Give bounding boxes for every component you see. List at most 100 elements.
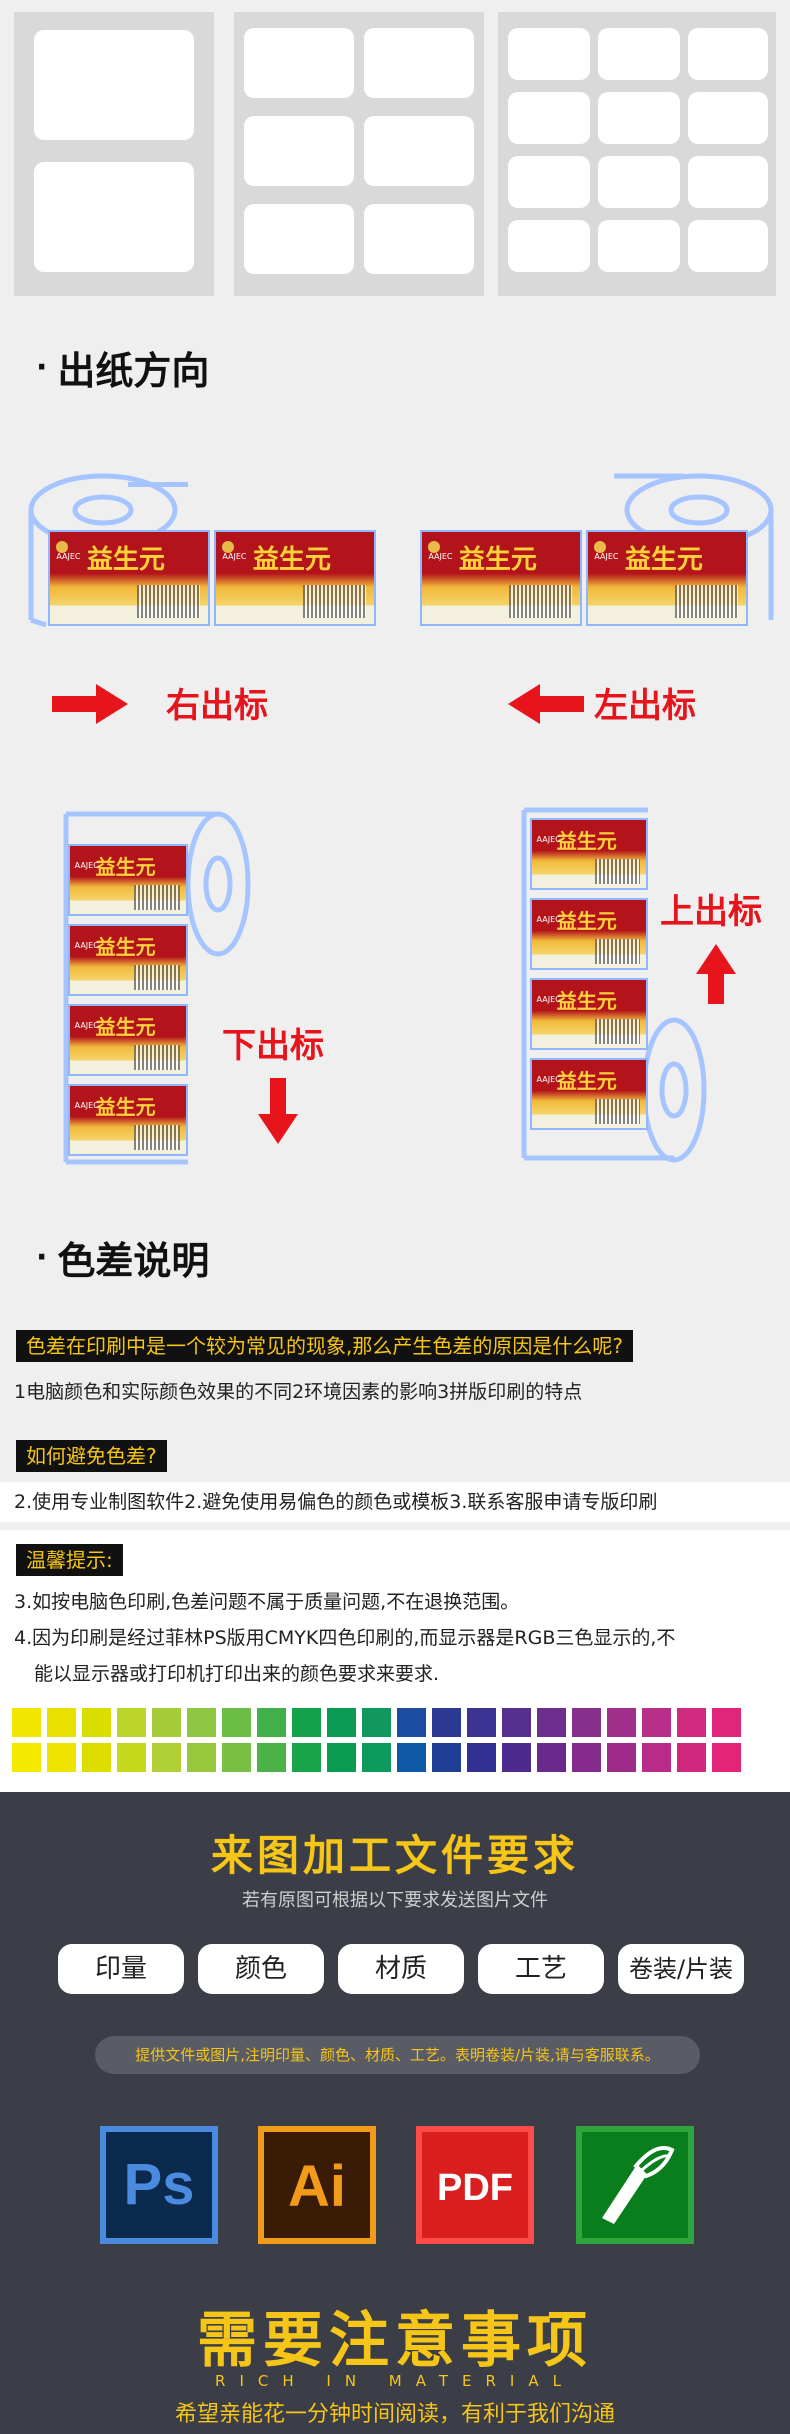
- layout-cell: [364, 116, 474, 186]
- color-swatch: [397, 1743, 426, 1772]
- label-tile: 益生元 AAJEC: [586, 530, 748, 626]
- color-swatch: [12, 1743, 41, 1772]
- color-diff-answer-1: 1电脑颜色和实际颜色效果的不同2环境因素的影响3拼版印刷的特点: [14, 1381, 583, 1403]
- color-swatch: [257, 1708, 286, 1737]
- label-tile: 益生元 AAJEC: [48, 530, 210, 626]
- direction-down-label: 下出标: [222, 1026, 324, 1066]
- color-swatch: [642, 1708, 671, 1737]
- color-diff-tip-3: 能以显示器或打印机打印出来的颜色要求来要求.: [34, 1663, 440, 1685]
- file-requirements-section: 来图加工文件要求 若有原图可根据以下要求发送图片文件 印量 颜色 材质 工艺 卷…: [0, 1792, 790, 2434]
- section-title-text: 出纸方向: [57, 349, 210, 393]
- coreldraw-icon: [576, 2126, 694, 2244]
- bullet-dot: ·: [36, 350, 48, 385]
- barcode-icon: [674, 585, 739, 619]
- color-swatch: [292, 1743, 321, 1772]
- label-tile: 益生元 AAJEC: [530, 898, 648, 970]
- label-tile: 益生元 AAJEC: [214, 530, 376, 626]
- label-tile: 益生元 AAJEC: [68, 844, 188, 916]
- roll-up-out: 益生元 AAJEC 益生元 AAJEC 益生元 AAJEC 益生元 AAJEC: [520, 806, 720, 1166]
- section-title-paper-direction: · 出纸方向: [36, 340, 209, 395]
- color-swatch: [572, 1743, 601, 1772]
- color-swatch: [152, 1708, 181, 1737]
- pill-color: 颜色: [198, 1944, 324, 1994]
- color-diff-question-1: 色差在印刷中是一个较为常见的现象,那么产生色差的原因是什么呢?: [16, 1330, 633, 1362]
- label-sub: AAJEC: [74, 860, 99, 870]
- label-brand: 益生元: [95, 935, 156, 960]
- section-title-text: 色差说明: [57, 1239, 210, 1283]
- color-swatch: [222, 1743, 251, 1772]
- roll-core-icon: [63, 811, 251, 1165]
- color-swatch: [82, 1708, 111, 1737]
- label-logo-icon: [594, 541, 607, 554]
- layout-panel-3x4: [498, 12, 776, 296]
- barcode-icon: [136, 585, 201, 619]
- label-brand: 益生元: [252, 545, 331, 576]
- label-tile: 益生元 AAJEC: [68, 1084, 188, 1156]
- color-swatch: [607, 1708, 636, 1737]
- photoshop-label: Ps: [124, 2152, 195, 2217]
- label-sub: AAJEC: [428, 552, 453, 562]
- pill-quantity: 印量: [58, 1944, 184, 1994]
- layout-panel-1x2: [14, 12, 214, 296]
- roll-paper-outline: [128, 482, 188, 487]
- label-tile: 益生元 AAJEC: [530, 818, 648, 890]
- barcode-icon: [508, 585, 573, 619]
- label-brand: 益生元: [458, 545, 537, 576]
- layout-cell: [508, 220, 590, 272]
- pdf-icon: PDF: [416, 2126, 534, 2244]
- answer-band: [0, 1482, 790, 1522]
- roll-right-out: 益生元 AAJEC 益生元 AAJEC: [28, 460, 388, 630]
- color-swatch: [362, 1743, 391, 1772]
- arrow-down-icon: [258, 1078, 298, 1144]
- label-brand: 益生元: [95, 855, 156, 880]
- color-diff-tip-1: 3.如按电脑色印刷,色差问题不属于质量问题,不在退换范围。: [14, 1591, 520, 1613]
- label-sub: AAJEC: [536, 1074, 561, 1084]
- color-swatch: [47, 1708, 76, 1737]
- illustrator-icon: Ai: [258, 2126, 376, 2244]
- layout-cell: [688, 220, 768, 272]
- color-swatch: [12, 1708, 41, 1737]
- label-sub: AAJEC: [536, 994, 561, 1004]
- label-tile: 益生元 AAJEC: [530, 978, 648, 1050]
- layout-cell: [598, 28, 680, 80]
- layout-cell: [688, 156, 768, 208]
- pdf-label: PDF: [437, 2167, 513, 2209]
- color-swatch: [187, 1743, 216, 1772]
- color-swatch: [712, 1743, 741, 1772]
- attention-title: 需要注意事项: [197, 2306, 593, 2376]
- label-brand: 益生元: [624, 545, 703, 576]
- label-tile: 益生元 AAJEC: [420, 530, 582, 626]
- layout-cell: [364, 28, 474, 98]
- layout-cell: [34, 162, 194, 272]
- color-swatch: [467, 1743, 496, 1772]
- color-diff-answer-2: 2.使用专业制图软件2.避免使用易偏色的颜色或模板3.联系客服申请专版印刷: [14, 1491, 658, 1513]
- photoshop-icon: Ps: [100, 2126, 218, 2244]
- swatch-row: [12, 1743, 778, 1772]
- color-diff-question-2: 如何避免色差?: [16, 1440, 167, 1472]
- color-swatch: [467, 1708, 496, 1737]
- swatch-row: [12, 1708, 778, 1737]
- color-swatch: [257, 1743, 286, 1772]
- color-swatch: [327, 1743, 356, 1772]
- barcode-icon: [133, 1125, 181, 1150]
- color-swatch: [432, 1708, 461, 1737]
- color-swatches: [12, 1708, 778, 1778]
- color-swatch: [47, 1743, 76, 1772]
- color-swatch: [537, 1708, 566, 1737]
- label-brand: 益生元: [556, 829, 617, 854]
- layout-cell: [508, 92, 590, 144]
- label-tile: 益生元 AAJEC: [530, 1058, 648, 1130]
- arrow-right-icon: [52, 684, 128, 724]
- barcode-icon: [594, 1099, 641, 1124]
- label-tile: 益生元 AAJEC: [68, 1004, 188, 1076]
- color-diff-tip-2: 4.因为印刷是经过菲林PS版用CMYK四色印刷的,而显示器是RGB三色显示的,不: [14, 1627, 676, 1649]
- color-swatch: [187, 1708, 216, 1737]
- direction-right-label: 右出标: [166, 686, 268, 726]
- label-sub: AAJEC: [536, 914, 561, 924]
- barcode-icon: [133, 1045, 181, 1070]
- pill-packaging: 卷装/片装: [618, 1944, 744, 1994]
- layout-cell: [244, 28, 354, 98]
- layout-cell: [508, 156, 590, 208]
- label-logo-icon: [222, 541, 235, 554]
- requirements-notice: 提供文件或图片,注明印量、颜色、材质、工艺。表明卷装/片装,请与客服联系。: [95, 2036, 700, 2074]
